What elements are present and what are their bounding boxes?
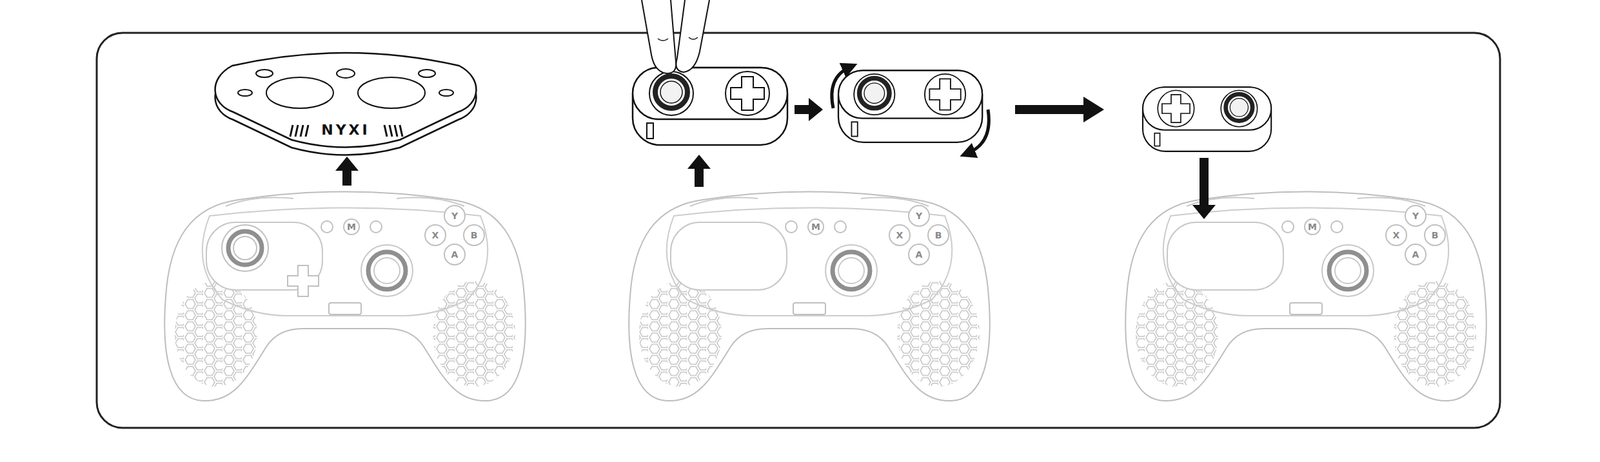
up-arrow [687, 154, 711, 188]
drawing-part [237, 89, 253, 97]
drawing-part [336, 69, 355, 79]
button-letter: M [1307, 222, 1317, 232]
hand [641, 0, 710, 74]
drawing-part [357, 77, 425, 109]
button-letter: X [896, 230, 904, 240]
drawing-part [266, 77, 334, 109]
up-arrow [335, 156, 359, 186]
right-arrow [794, 98, 823, 122]
button-letter: M [811, 222, 821, 232]
drawing-part [256, 69, 273, 78]
drawing-part [228, 231, 262, 266]
rotating-module [838, 70, 983, 143]
drawing-part [439, 89, 454, 97]
brand-logo: NYXI [321, 123, 371, 138]
button-letter: B [470, 230, 478, 240]
rotate-arrow [967, 109, 989, 154]
button-letter: X [432, 230, 440, 240]
button-letter: A [915, 250, 923, 260]
button-letter: B [1431, 230, 1439, 240]
faceplate [215, 52, 477, 156]
button-letter: Y [451, 211, 458, 221]
controller [1125, 192, 1486, 402]
frame [96, 32, 1501, 429]
controller [164, 192, 525, 402]
swapped-module [1142, 87, 1272, 152]
drawing-part [675, 0, 710, 73]
drawing-part [418, 69, 436, 78]
button-letter: A [1412, 250, 1420, 260]
button-letter: A [451, 250, 459, 260]
button-letter: Y [1412, 211, 1419, 221]
right-arrow [1015, 96, 1105, 123]
drawing-part [287, 265, 319, 297]
controller [628, 192, 990, 402]
installed-module [221, 225, 319, 297]
drawing-part [641, 0, 676, 74]
rotate-arrow [831, 67, 850, 109]
button-letter: X [1392, 230, 1401, 240]
drawing-part [221, 225, 269, 272]
button-letter: M [346, 222, 356, 232]
down-arrow [1192, 158, 1216, 220]
drawing-part [657, 37, 698, 41]
drawing-part [215, 52, 477, 148]
button-letter: B [935, 230, 943, 240]
button-letter: Y [915, 211, 923, 221]
drawing-part [233, 236, 257, 260]
lifted-module [632, 67, 788, 146]
